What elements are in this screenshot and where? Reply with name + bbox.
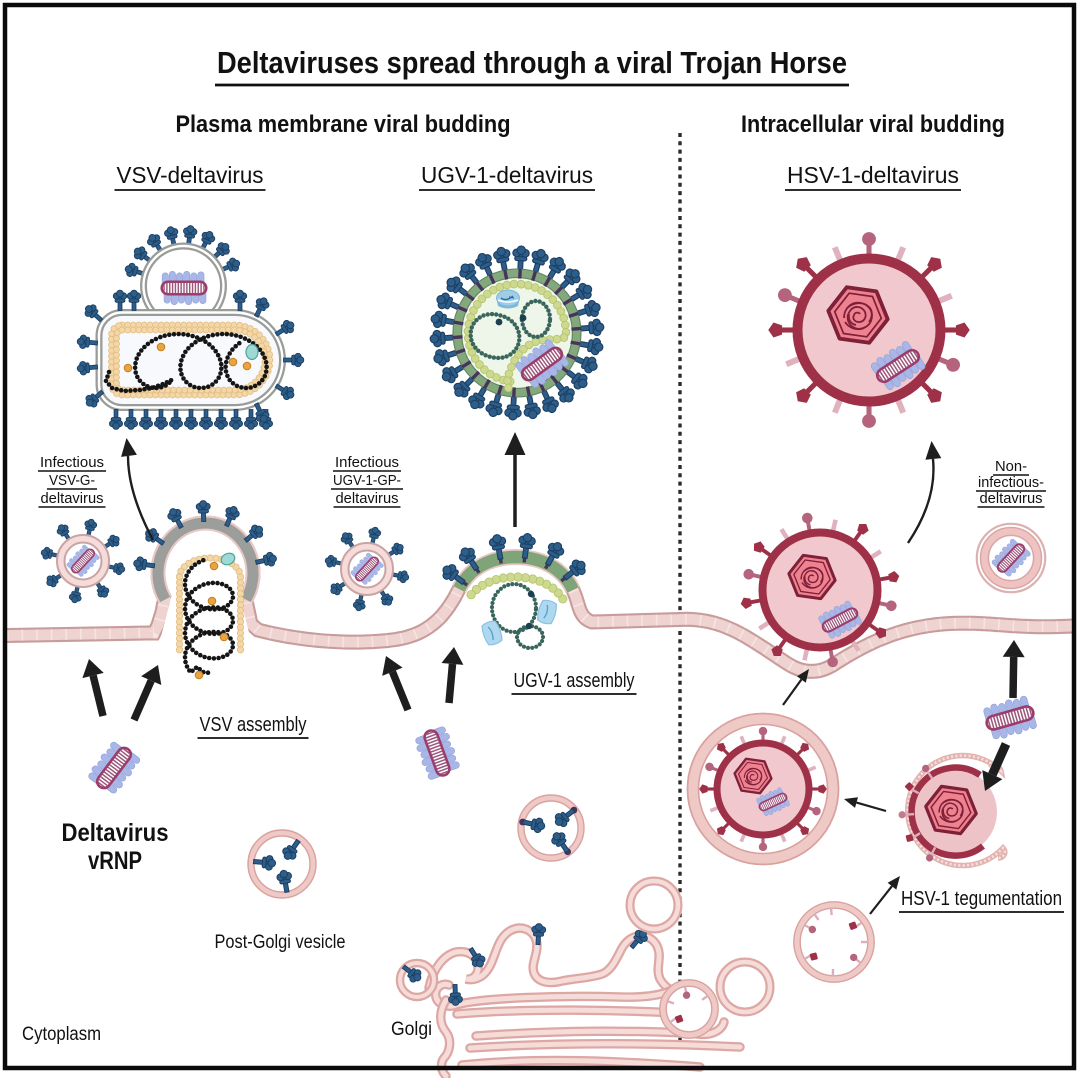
svg-text:HSV-1 tegumentation: HSV-1 tegumentation bbox=[901, 888, 1062, 910]
svg-text:Cytoplasm: Cytoplasm bbox=[22, 1024, 101, 1045]
svg-text:Deltavirus: Deltavirus bbox=[62, 819, 169, 847]
svg-text:VSV-deltavirus: VSV-deltavirus bbox=[117, 162, 264, 188]
svg-text:Infectious: Infectious bbox=[40, 454, 104, 471]
svg-text:UGV-1-GP-: UGV-1-GP- bbox=[333, 472, 401, 489]
svg-text:Post-Golgi vesicle: Post-Golgi vesicle bbox=[215, 932, 346, 953]
svg-text:Intracellular viral budding: Intracellular viral budding bbox=[741, 111, 1005, 138]
svg-text:Infectious: Infectious bbox=[335, 454, 399, 471]
svg-text:Non-: Non- bbox=[995, 458, 1027, 475]
svg-text:deltavirus: deltavirus bbox=[336, 490, 399, 507]
svg-text:HSV-1-deltavirus: HSV-1-deltavirus bbox=[787, 162, 959, 188]
svg-text:vRNP: vRNP bbox=[88, 847, 142, 875]
svg-text:VSV assembly: VSV assembly bbox=[200, 714, 307, 736]
svg-text:VSV-G-: VSV-G- bbox=[49, 472, 95, 489]
svg-text:Golgi: Golgi bbox=[391, 1019, 432, 1040]
svg-text:deltavirus: deltavirus bbox=[980, 490, 1043, 507]
svg-text:UGV-1 assembly: UGV-1 assembly bbox=[514, 670, 635, 692]
svg-text:deltavirus: deltavirus bbox=[41, 490, 104, 507]
svg-text:infectious-: infectious- bbox=[978, 474, 1044, 491]
svg-text:UGV-1-deltavirus: UGV-1-deltavirus bbox=[421, 162, 593, 188]
svg-text:Deltaviruses spread through a: Deltaviruses spread through a viral Troj… bbox=[217, 45, 847, 80]
svg-text:Plasma membrane viral budding: Plasma membrane viral budding bbox=[176, 111, 511, 138]
